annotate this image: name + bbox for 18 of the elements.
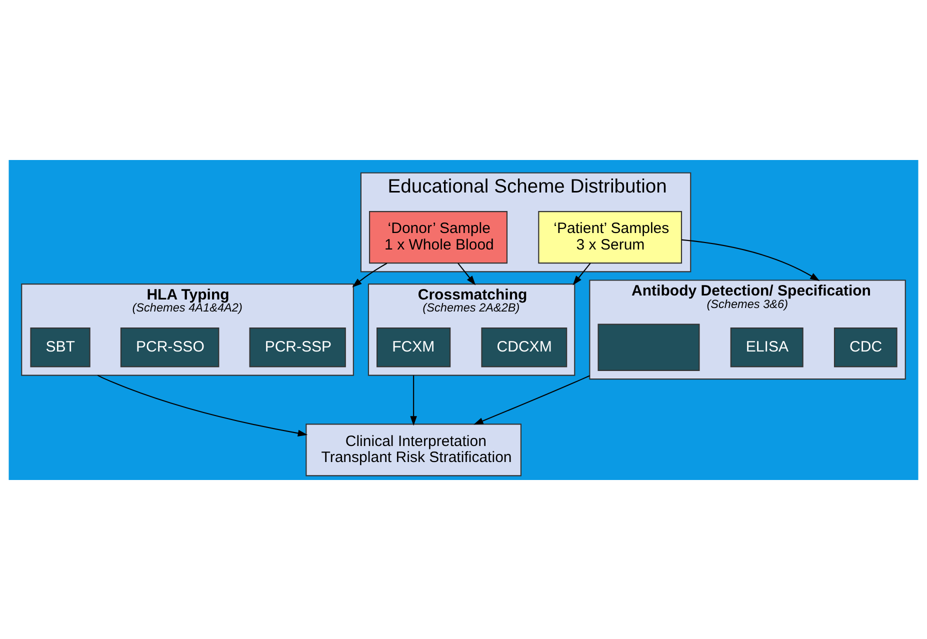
arrow <box>352 262 388 287</box>
arrow <box>410 374 417 426</box>
node-box: ‘Donor’ Sample 1 x Whole Blood <box>369 210 508 264</box>
node-box: PCR-SSO <box>120 327 220 367</box>
node-box: PCR-SSP <box>249 327 346 367</box>
node-box: ELISA <box>730 327 804 367</box>
arrow <box>458 262 476 285</box>
node-box: CDC <box>834 327 898 367</box>
node-box: CDCXM <box>481 327 568 367</box>
node-box: Clinical Interpretation Transplant Risk Stratification <box>306 423 522 476</box>
node-box: ‘Patient’ Samples 3 x Serum <box>538 210 682 264</box>
arrow <box>97 374 308 436</box>
node-box: SBT <box>30 327 90 367</box>
node-box <box>598 323 700 370</box>
arrow <box>474 374 590 424</box>
arrow <box>682 238 820 281</box>
arrow <box>572 262 591 285</box>
node-box: FCXM <box>376 327 451 367</box>
